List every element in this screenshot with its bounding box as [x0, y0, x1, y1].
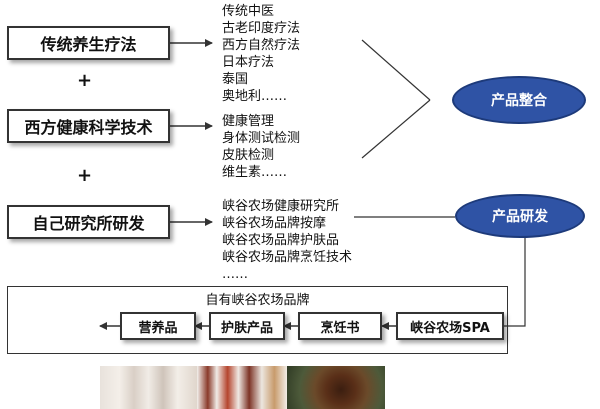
list-item: 西方自然疗法	[222, 38, 301, 53]
skincare-bottles-photo	[197, 366, 287, 409]
integration-ellipse: 产品整合	[452, 76, 586, 124]
product-box-nutrition: 营养品	[120, 312, 196, 340]
dessert-photo	[287, 366, 385, 409]
source-label-traditional: 传统养生疗法	[40, 35, 137, 54]
source-box-research: 自己研究所研发	[7, 205, 170, 239]
product-box-cookbook: 烹饪书	[298, 312, 382, 340]
plus-sign: +	[77, 70, 93, 91]
list-item: 峡谷农场品牌护肤品	[222, 233, 340, 248]
plus-sign: +	[77, 165, 93, 186]
product-box-spa: 峡谷农场SPA	[396, 312, 504, 340]
western-list: 健康管理 身体测试检测 皮肤检测 维生素……	[222, 113, 300, 181]
list-item: 泰国	[222, 72, 249, 87]
source-box-western: 西方健康科学技术	[7, 109, 170, 143]
list-item: 峡谷农场品牌烹饪技术	[222, 250, 353, 265]
line-rnd-to-brand	[504, 236, 526, 327]
rnd-ellipse: 产品研发	[455, 194, 585, 238]
rnd-label: 产品研发	[492, 209, 548, 225]
product-label: 营养品	[138, 320, 178, 336]
list-item: 身体测试检测	[222, 131, 301, 146]
integration-label: 产品整合	[491, 93, 547, 109]
brand-title: 自有峡谷农场品牌	[205, 293, 310, 308]
list-item: 峡谷农场健康研究所	[222, 199, 340, 214]
product-bottles-photo	[100, 366, 197, 409]
list-item: 古老印度疗法	[222, 21, 301, 36]
list-item: 奥地利……	[222, 89, 288, 104]
product-label: 峡谷农场SPA	[410, 320, 490, 336]
product-box-skincare: 护肤产品	[209, 312, 285, 340]
product-label: 护肤产品	[220, 320, 273, 336]
list-item: 维生素……	[222, 165, 288, 180]
traditional-list: 传统中医 古老印度疗法 西方自然疗法 日本疗法 泰国 奥地利……	[222, 3, 300, 105]
list-item: ……	[222, 267, 248, 282]
line-western-to-integration	[361, 99, 431, 159]
list-item: 日本疗法	[222, 55, 275, 70]
research-list: 峡谷农场健康研究所 峡谷农场品牌按摩 峡谷农场品牌护肤品 峡谷农场品牌烹饪技术 …	[222, 198, 352, 283]
line-traditional-to-integration	[361, 39, 431, 101]
source-label-research: 自己研究所研发	[32, 214, 145, 233]
list-item: 峡谷农场品牌按摩	[222, 216, 327, 231]
list-item: 传统中医	[222, 4, 275, 19]
product-label: 烹饪书	[320, 320, 360, 336]
source-label-western: 西方健康科学技术	[24, 118, 153, 137]
source-box-traditional: 传统养生疗法	[7, 26, 170, 60]
list-item: 皮肤检测	[222, 148, 275, 163]
brand-frame: 自有峡谷农场品牌	[7, 286, 508, 354]
list-item: 健康管理	[222, 114, 275, 129]
